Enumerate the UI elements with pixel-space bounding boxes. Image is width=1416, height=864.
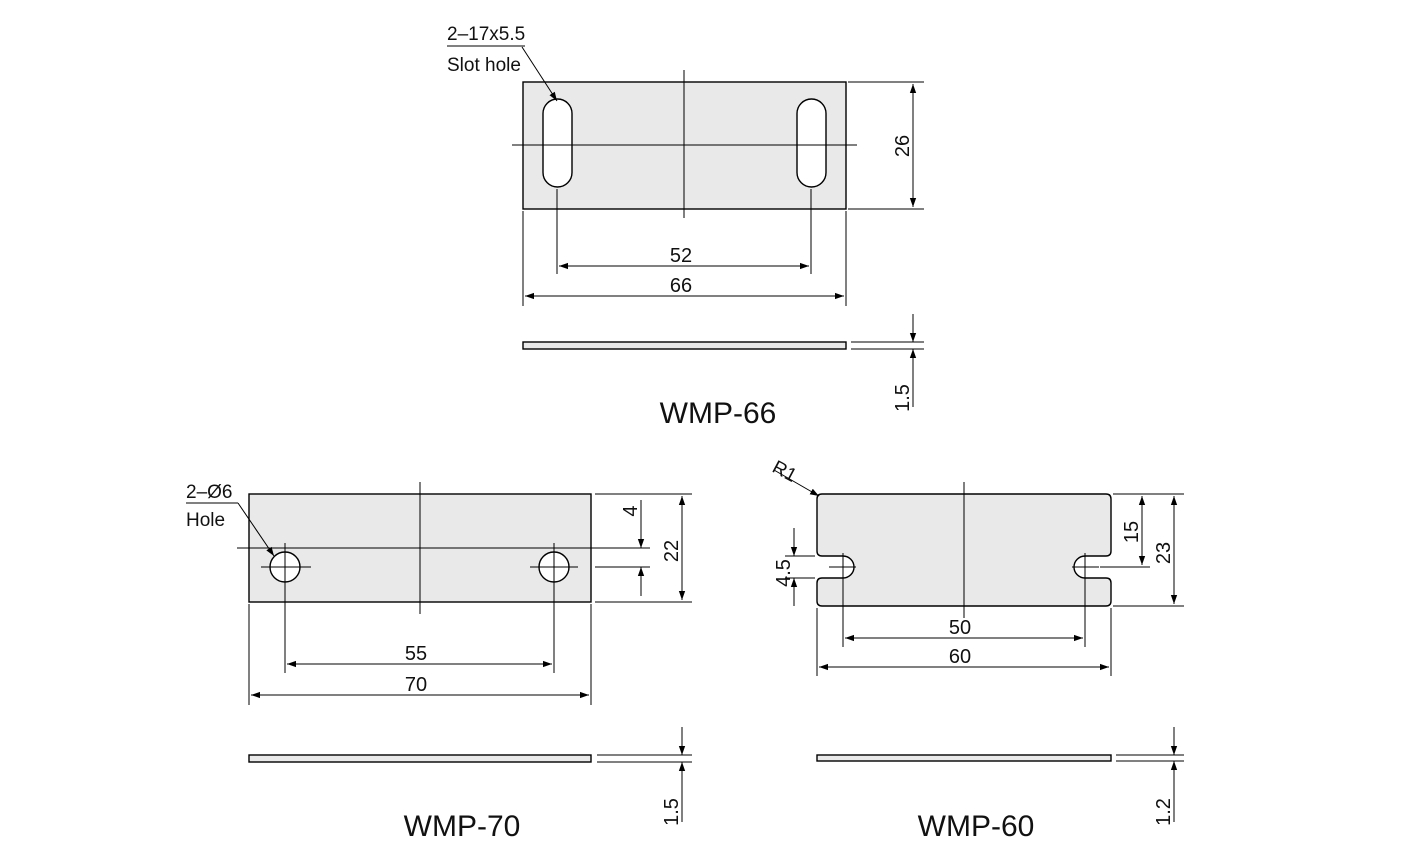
wmp60-radius-leader [773,469,820,497]
wmp60-dim-height: 23 [1153,542,1175,564]
wmp70-hole-label: Hole [186,510,225,531]
wmp66-dim-length: 66 [670,275,692,297]
wmp70-dim-height: 22 [661,540,683,562]
wmp60-dim-thickness: 1.2 [1153,798,1175,826]
wmp70-drawing: 2–Ø6 Hole 4 22 55 70 1.5 WMP-70 [186,482,692,843]
wmp66-slot-hole-right [796,98,827,188]
wmp60-drawing: R1 4.5 15 23 50 60 1.2 WMP-60 [769,457,1184,843]
wmp66-title: WMP-66 [660,397,777,430]
wmp70-dim-length: 70 [405,674,427,696]
wmp70-leader-line [237,502,275,557]
wmp66-dim-pitch: 52 [670,245,692,267]
wmp70-dim-offset: 4 [620,505,642,516]
wmp66-slot-label: Slot hole [447,55,521,76]
wmp70-plate-side-view [248,754,592,763]
wmp60-dim-length: 60 [949,646,971,668]
wmp70-dim-thickness: 1.5 [661,798,683,826]
wmp66-drawing: 2–17x5.5 Slot hole 26 52 66 1.5 WMP-66 [447,24,924,430]
wmp60-dim-slot: 4.5 [773,559,795,587]
wmp60-dim-pitch: 50 [949,617,971,639]
wmp66-slot-spec: 2–17x5.5 [447,24,525,45]
wmp70-hole-spec: 2–Ø6 [186,482,232,503]
wmp60-dim-mid: 15 [1121,521,1143,543]
wmp66-plate-side-view [522,341,847,350]
wmp66-dim-height: 26 [892,135,914,157]
wmp70-dim-pitch: 55 [405,643,427,665]
wmp66-dim-thickness: 1.5 [892,384,914,412]
wmp66-leader-line [521,46,558,102]
wmp60-plate-side-view [816,754,1112,762]
wmp60-title: WMP-60 [918,810,1035,843]
wmp70-title: WMP-70 [404,810,521,843]
wmp66-slot-hole-left [542,98,573,188]
